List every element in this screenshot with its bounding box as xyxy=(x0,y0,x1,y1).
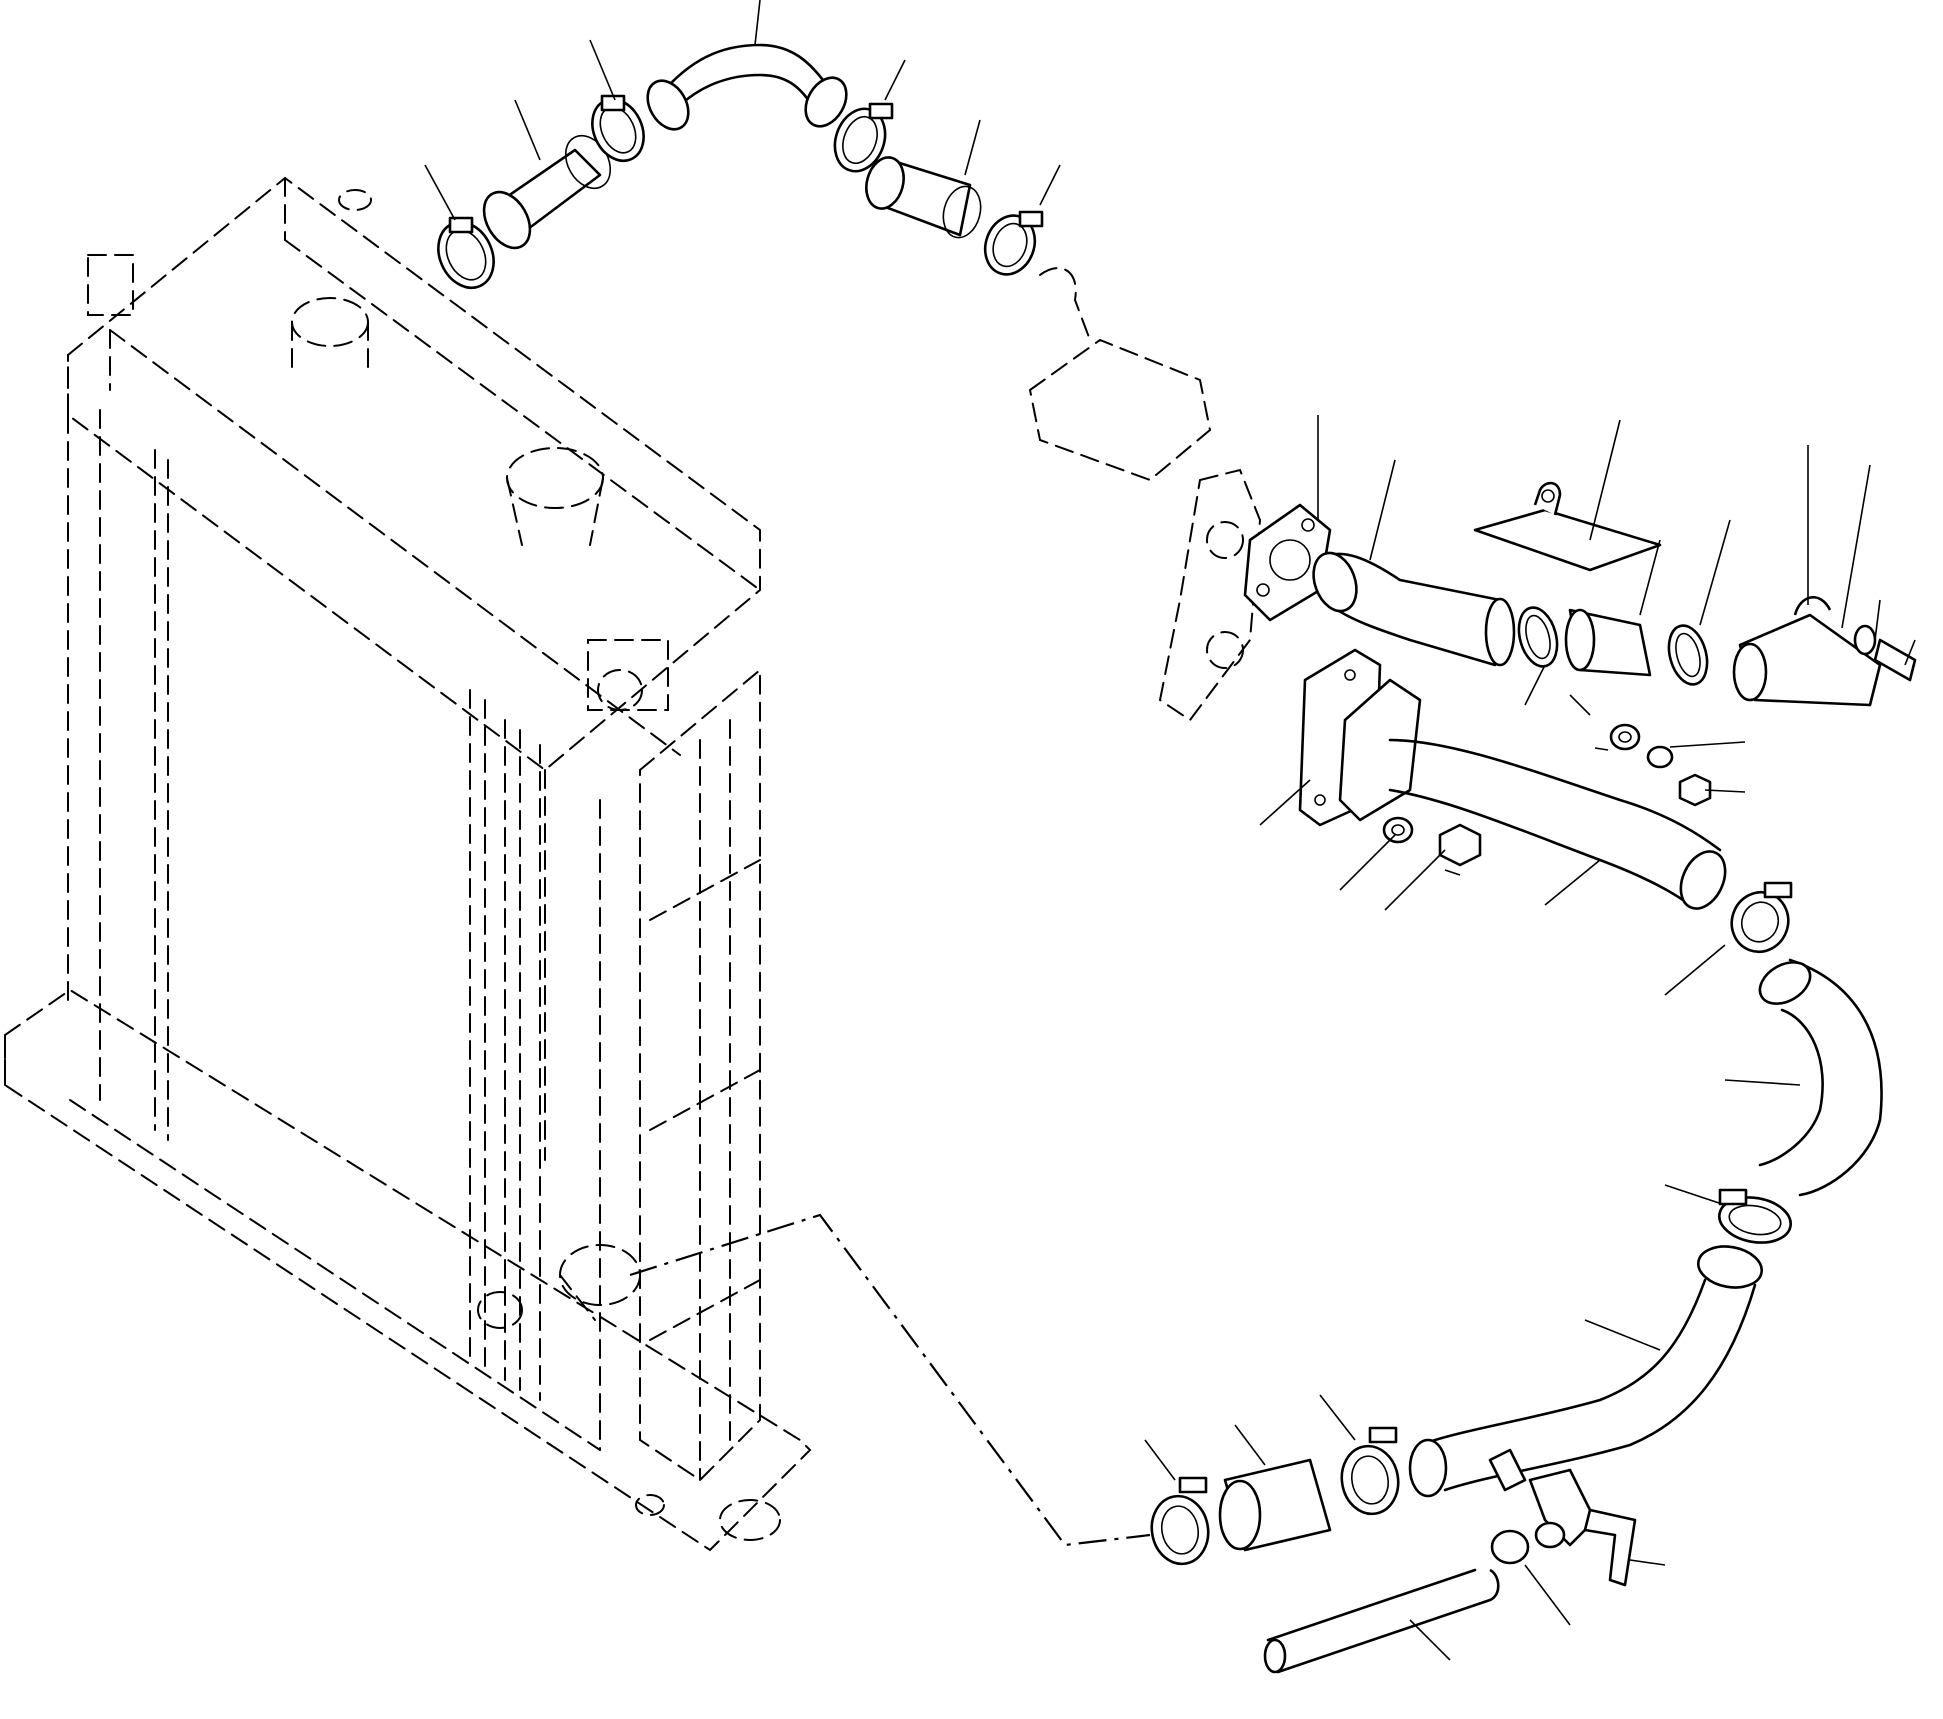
leader-lines xyxy=(424,0,1916,1661)
washer xyxy=(1382,723,1674,844)
upper-right-short-hose xyxy=(865,156,982,239)
lower-clamp xyxy=(1718,1188,1792,1244)
bottom-clamp-left xyxy=(1150,1476,1210,1566)
lower-bent-pipe xyxy=(1338,678,1727,910)
bolt xyxy=(1853,624,1917,682)
support-bracket xyxy=(1473,481,1662,572)
drain-pipe xyxy=(1408,1245,1764,1498)
phantom-connection-line xyxy=(629,1213,1151,1547)
mid-clamp xyxy=(1730,881,1793,954)
radiator-phantom-outline xyxy=(4,176,1262,1552)
connector-clamp-left xyxy=(1517,606,1559,668)
upper-inner-right-clamp xyxy=(833,102,894,173)
upper-elbow-hose xyxy=(646,43,848,131)
upper-inner-left-clamp xyxy=(591,94,645,163)
connector-clamp-right xyxy=(1667,624,1709,686)
bottom-short-hose xyxy=(1218,1458,1332,1552)
bottom-clamp-right xyxy=(1340,1426,1400,1516)
tapered-outlet xyxy=(1732,596,1882,707)
outlet-elbow-pipe xyxy=(1312,551,1516,667)
curved-hose xyxy=(1758,958,1883,1197)
drain-hose xyxy=(1263,1521,1566,1674)
upper-left-clamp xyxy=(437,216,495,290)
upper-left-short-hose xyxy=(482,134,612,250)
connector-hose xyxy=(1564,608,1652,677)
drain-cock xyxy=(1488,1448,1637,1587)
nut xyxy=(1438,773,1712,867)
upper-right-clamp xyxy=(983,210,1044,276)
